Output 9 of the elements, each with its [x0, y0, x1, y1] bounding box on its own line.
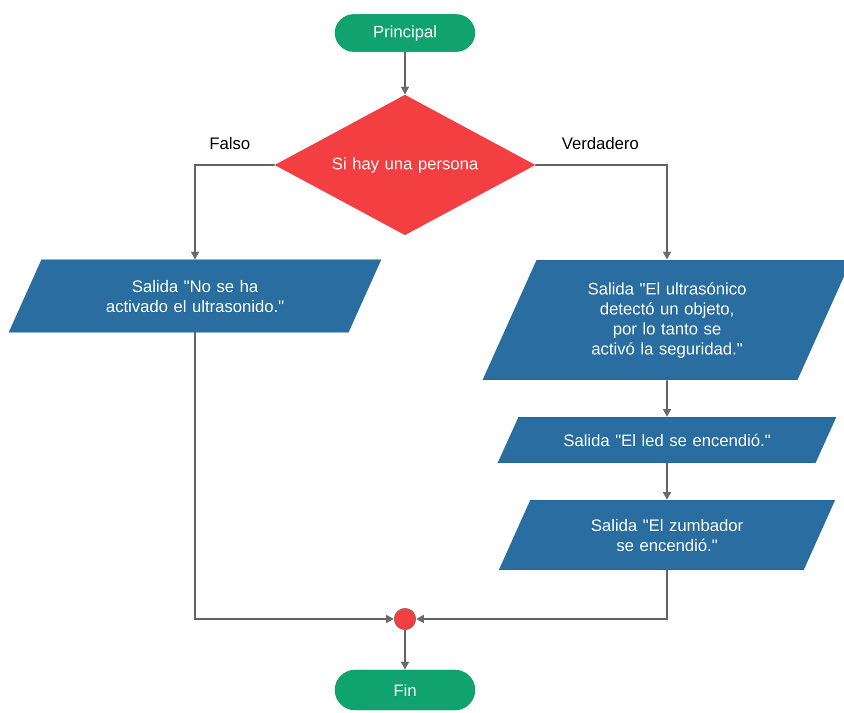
output-box: Salida "El ultrasónico detectó un objeto, por lo tanto se activó la seguridad." [482, 260, 844, 380]
terminal-box: Principal [334, 14, 476, 52]
output-box: Salida "El led se encendió." [498, 417, 836, 463]
terminal-box: Fin [334, 670, 476, 710]
connector-circle [394, 608, 416, 630]
output-box: Salida "No se ha activado el ultrasonido." [8, 260, 382, 332]
edge-label: Falso [208, 136, 252, 150]
output-box: Salida "El zumbador se encendió." [498, 500, 836, 570]
edge-label: Verdadero [560, 136, 640, 150]
